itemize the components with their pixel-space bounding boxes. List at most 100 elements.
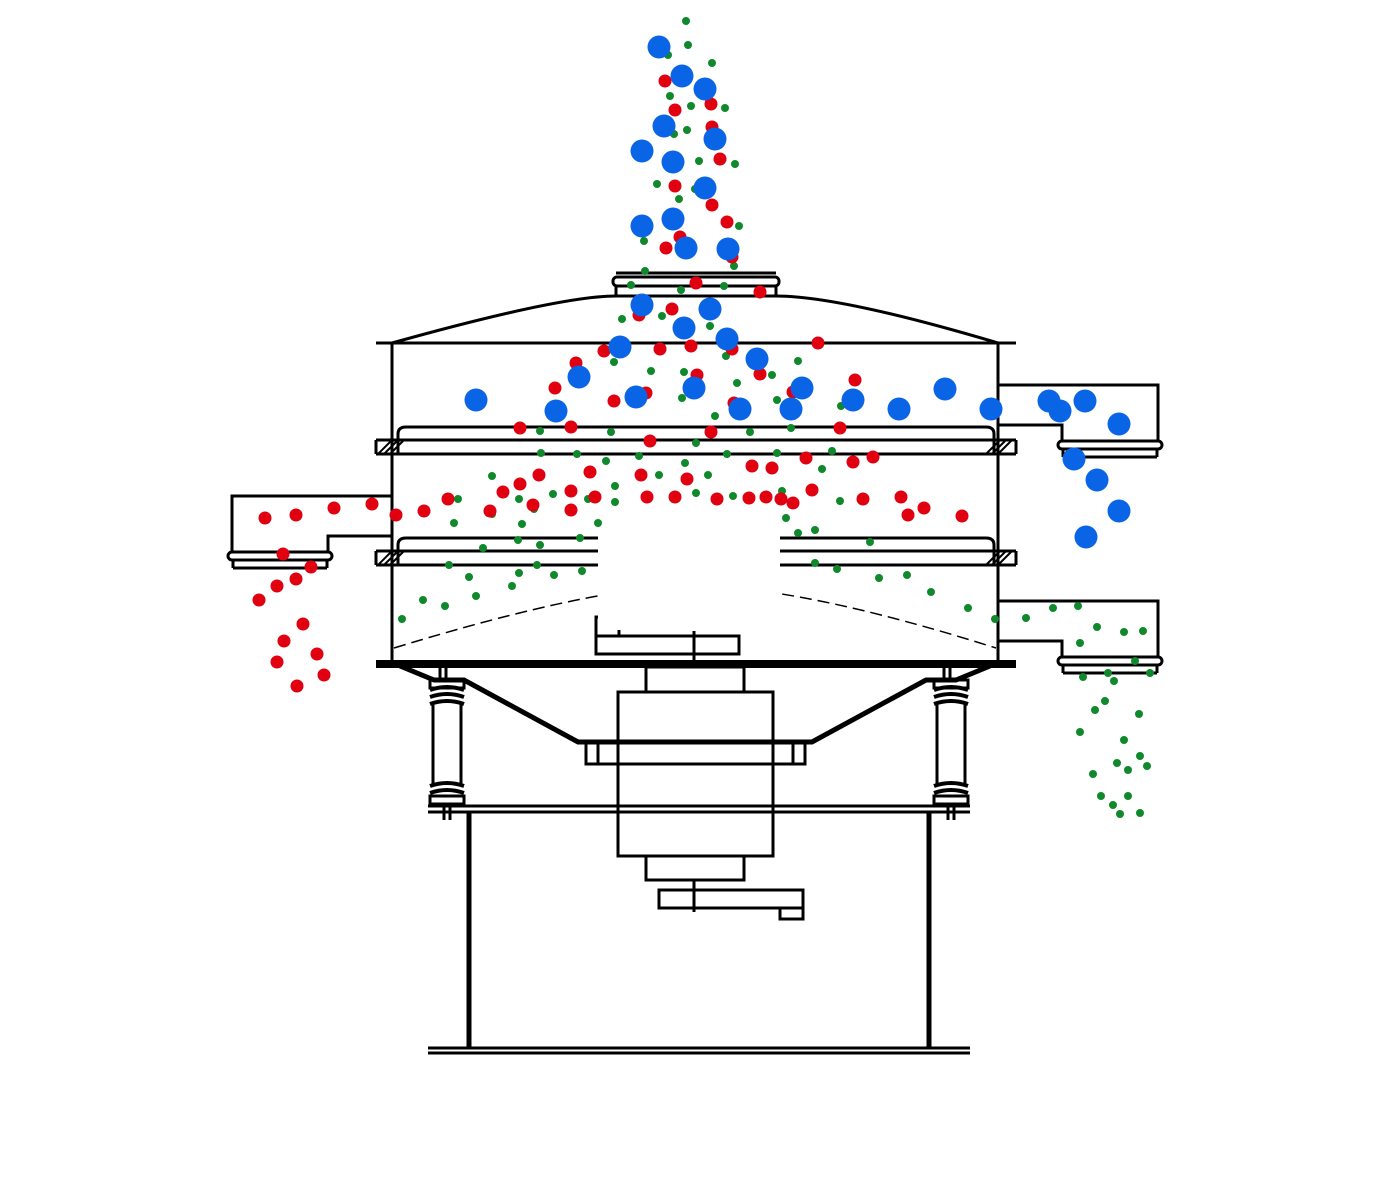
medium-particle [799, 451, 813, 465]
fine-particle [450, 519, 458, 527]
medium-particle [317, 668, 331, 682]
medium-particle [276, 547, 290, 561]
fine-particle [537, 449, 545, 457]
fine-particle [687, 102, 695, 110]
medium-particle [270, 655, 284, 669]
large-particle [1048, 399, 1072, 423]
medium-particle [680, 472, 694, 486]
medium-particle [289, 508, 303, 522]
medium-particle [894, 490, 908, 504]
fine-particle [811, 559, 819, 567]
medium-particle [668, 490, 682, 504]
medium-particle [659, 241, 673, 255]
medium-particle [634, 468, 648, 482]
medium-particle [496, 485, 510, 499]
medium-particle [526, 498, 540, 512]
large-particle [790, 376, 814, 400]
large-particle [624, 385, 648, 409]
medium-particle [564, 503, 578, 517]
fine-particle [550, 571, 558, 579]
fine-particle [533, 561, 541, 569]
medium-particle [811, 336, 825, 350]
fine-particle [1076, 639, 1084, 647]
fine-particle [1139, 627, 1147, 635]
fine-particle [640, 237, 648, 245]
large-particle [979, 397, 1003, 421]
fine-particle [787, 424, 795, 432]
fine-particle [875, 574, 883, 582]
fine-particle [549, 490, 557, 498]
medium-particle [513, 477, 527, 491]
fine-particle [811, 526, 819, 534]
medium-particle [290, 679, 304, 693]
large-particle [464, 388, 488, 412]
fine-particle [695, 157, 703, 165]
medium-particle [327, 501, 341, 515]
fine-particle [1109, 801, 1117, 809]
fine-particle [773, 449, 781, 457]
fine-particle [927, 588, 935, 596]
fine-particle [1089, 770, 1097, 778]
fine-particle [768, 371, 776, 379]
fine-particle [515, 569, 523, 577]
medium-particle [532, 468, 546, 482]
lower-eccentric-weight [657, 888, 805, 921]
fine-particle [708, 59, 716, 67]
medium-particle [643, 434, 657, 448]
fine-particle [773, 396, 781, 404]
medium-particle [564, 484, 578, 498]
large-particle [608, 335, 632, 359]
fine-particle [706, 322, 714, 330]
fine-particle [1091, 706, 1099, 714]
medium-particle [417, 504, 431, 518]
medium-particle [310, 647, 324, 661]
spring-right [932, 666, 970, 820]
fine-particle [607, 428, 615, 436]
large-particle [630, 293, 654, 317]
large-particle [1107, 499, 1131, 523]
fine-particle [1110, 677, 1118, 685]
medium-particle [277, 634, 291, 648]
fine-particle [1097, 792, 1105, 800]
fine-particle [641, 267, 649, 275]
large-particle [745, 347, 769, 371]
large-particles [464, 35, 1131, 549]
fine-particle [723, 450, 731, 458]
large-particle [661, 207, 685, 231]
medium-particle [704, 425, 718, 439]
fine-particle [903, 571, 911, 579]
large-particle [670, 64, 694, 88]
fine-particle [866, 538, 874, 546]
medium-particle [704, 97, 718, 111]
large-particle [933, 377, 957, 401]
fine-particle [1104, 669, 1112, 677]
fine-particle [735, 222, 743, 230]
fine-particle [991, 615, 999, 623]
fine-particle [704, 471, 712, 479]
medium-particle [856, 492, 870, 506]
medium-particle [668, 179, 682, 193]
large-particle [779, 397, 803, 421]
fine-particle [655, 471, 663, 479]
medium-particle [483, 504, 497, 518]
medium-particle [774, 492, 788, 506]
fine-particle [573, 450, 581, 458]
fine-particle [465, 573, 473, 581]
large-particle [703, 127, 727, 151]
fine-particle [1120, 736, 1128, 744]
medium-particle [753, 367, 767, 381]
medium-particle [710, 492, 724, 506]
large-particle [652, 114, 676, 138]
medium-particle [289, 572, 303, 586]
medium-particle [597, 344, 611, 358]
fine-particle [730, 262, 738, 270]
large-particle [1073, 389, 1097, 413]
fine-particle [1120, 628, 1128, 636]
fine-particle [836, 497, 844, 505]
large-particle [716, 237, 740, 261]
fine-particle [578, 567, 586, 575]
fine-particle [611, 482, 619, 490]
medium-particle [866, 450, 880, 464]
